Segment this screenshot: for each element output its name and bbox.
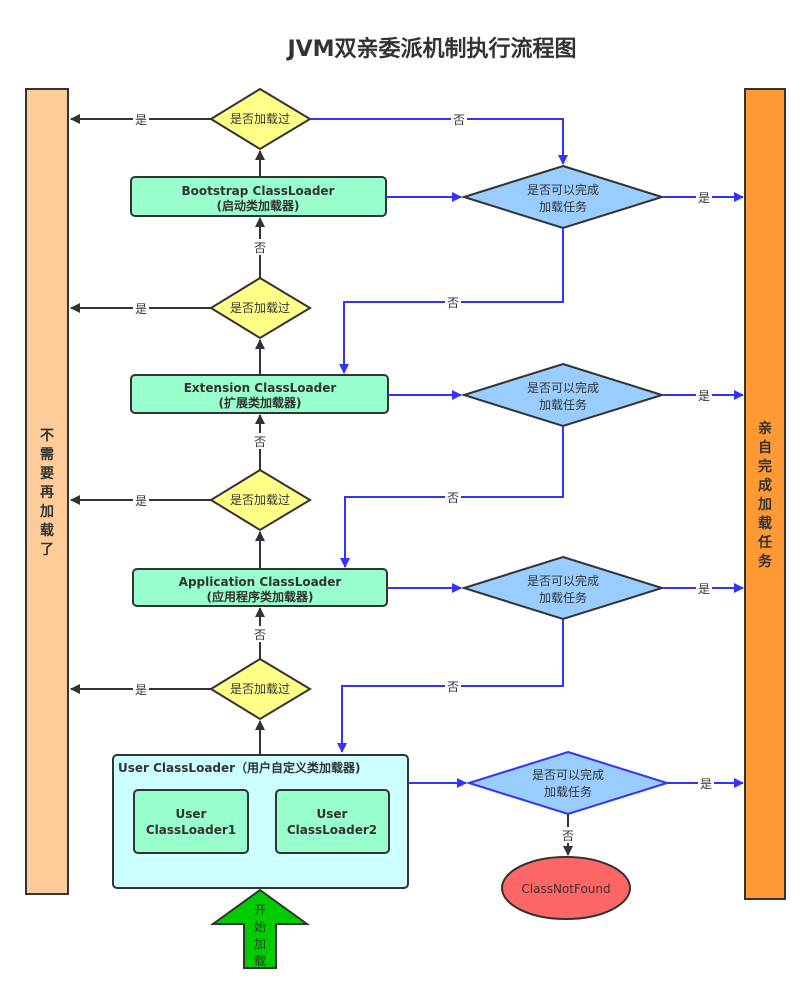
right-char: 任 [757, 534, 772, 551]
edge-label-yes: 是 [135, 683, 147, 697]
left-bar-label: 不 需 要 再 加 载 了 [39, 428, 54, 558]
user-classloader1-node [133, 789, 249, 854]
decision-can-complete-line2: 加载任务 [539, 199, 587, 214]
edge-label-no: 否 [254, 435, 266, 449]
user-classloader2-node [275, 789, 390, 854]
decision-can-complete [460, 555, 666, 621]
left-char: 再 [40, 485, 54, 501]
start-char: 始 [254, 920, 266, 934]
loader-sub: (应用程序类加载器) [207, 589, 314, 604]
loader-name: Extension ClassLoader [184, 381, 337, 395]
edge-label-yes: 是 [135, 494, 147, 508]
right-bar-self-load [744, 88, 786, 900]
right-char: 加 [757, 497, 772, 513]
left-char: 了 [40, 542, 54, 558]
edge-loaded-no [310, 118, 568, 165]
edge-label-yes: 是 [698, 389, 710, 403]
edge-label-no: 否 [254, 628, 266, 642]
decision-loaded-label: 是否加载过 [230, 112, 290, 126]
decision-can-complete [460, 164, 666, 230]
edge-label-no: 否 [254, 241, 266, 255]
loader-sub: (启动类加载器) [217, 198, 300, 213]
right-char: 自 [758, 439, 772, 456]
edge-label-no: 否 [447, 491, 459, 505]
right-char: 亲 [758, 420, 772, 437]
edge-label-no: 否 [447, 296, 459, 310]
start-char: 开 [254, 903, 266, 917]
decision-can-complete-line1: 是否可以完成 [527, 573, 599, 588]
user-loader-line1: User [317, 807, 348, 821]
decision-can-complete [460, 362, 666, 428]
left-char: 载 [40, 522, 54, 539]
decision-can-complete-line1: 是否可以完成 [532, 767, 604, 782]
decision-loaded-label: 是否加载过 [230, 301, 290, 315]
user-loader-line2: ClassLoader1 [146, 823, 236, 837]
start-char: 加 [254, 937, 266, 951]
diagram-title: JVM双亲委派机制执行流程图 [285, 36, 576, 62]
right-char: 载 [758, 515, 772, 532]
right-char: 完 [758, 458, 772, 475]
loader-sub: (扩展类加载器) [219, 395, 302, 410]
start-char: 载 [254, 954, 266, 968]
decision-loaded-check [209, 468, 312, 532]
edge-label-yes: 是 [698, 191, 710, 205]
edge-label-yes: 是 [698, 582, 710, 596]
user-classloader-title: User ClassLoader（用户自定义类加载器) [118, 760, 361, 775]
edge-label-yes: 是 [135, 113, 147, 127]
edge-label-yes: 是 [700, 777, 712, 791]
user-classloader-container [112, 754, 409, 889]
edge-label-no: 否 [447, 680, 459, 694]
right-char: 务 [758, 553, 773, 570]
left-bar-no-reload [25, 88, 69, 895]
decision-can-complete-line2: 加载任务 [539, 397, 587, 412]
decision-loaded-check [209, 276, 312, 340]
right-bar-label: 亲 自 完 成 加 载 任 务 [757, 420, 773, 570]
edge-label-no: 否 [562, 829, 574, 843]
left-char: 加 [39, 504, 54, 520]
decision-loaded-check [209, 87, 312, 151]
left-char: 需 [40, 446, 54, 463]
decision-can-complete-line1: 是否可以完成 [527, 182, 599, 197]
right-char: 成 [758, 477, 772, 494]
edge-label-yes: 是 [135, 302, 147, 316]
decision-loaded-label: 是否加载过 [230, 682, 290, 696]
decision-can-complete-line2: 加载任务 [544, 784, 592, 799]
left-char: 要 [40, 466, 54, 482]
loader-name: Bootstrap ClassLoader [182, 184, 335, 198]
user-loader-line1: User [176, 807, 207, 821]
edge-label-no: 否 [453, 113, 465, 127]
decision-can-complete-line2: 加载任务 [539, 590, 587, 605]
decision-can-complete [465, 750, 671, 816]
class-not-found-node [501, 856, 631, 920]
decision-can-complete-line1: 是否可以完成 [527, 380, 599, 395]
decision-loaded-label: 是否加载过 [230, 493, 290, 507]
class-not-found-label: ClassNotFound [521, 882, 610, 896]
decision-loaded-check [209, 657, 312, 721]
left-char: 不 [40, 428, 54, 444]
start-arrow-icon [209, 888, 311, 969]
loader-name: Application ClassLoader [179, 575, 342, 589]
user-loader-line2: ClassLoader2 [287, 823, 377, 837]
